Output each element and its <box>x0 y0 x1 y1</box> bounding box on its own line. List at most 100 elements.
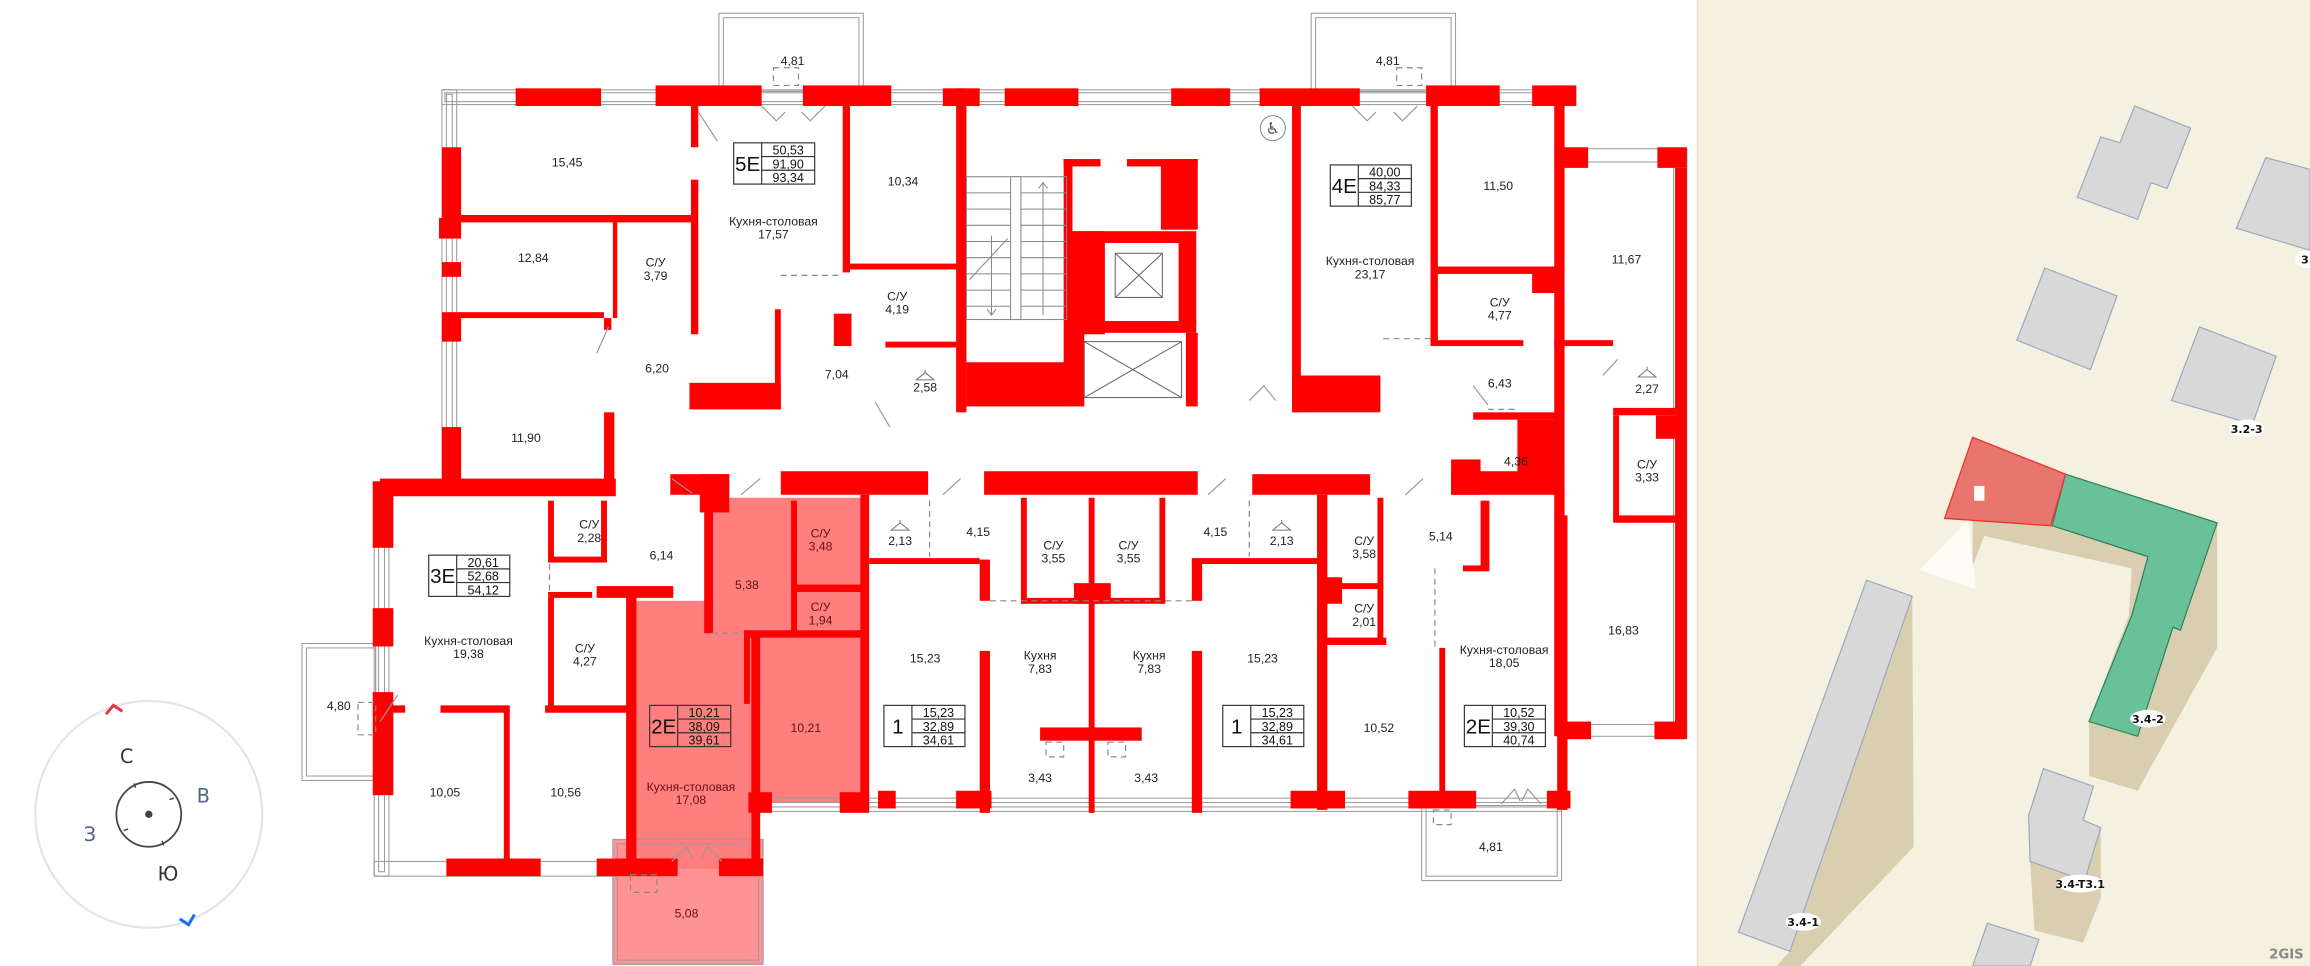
wall <box>1462 565 1490 572</box>
room-area: 11,50 <box>1483 179 1513 193</box>
wall <box>1430 103 1438 347</box>
plan-graphic <box>2056 874 2104 893</box>
wall <box>690 179 699 335</box>
room-area: 4,81 <box>1479 840 1503 854</box>
room-name: Кухня-столовая <box>729 214 818 228</box>
map-building[interactable] <box>2170 326 2277 425</box>
plan-graphic <box>1351 105 1418 122</box>
compass-dial <box>115 781 183 848</box>
wall <box>860 494 870 807</box>
plan-graphic <box>428 554 511 597</box>
map-building[interactable] <box>2028 767 2102 882</box>
wall <box>441 427 462 486</box>
wall <box>690 106 699 148</box>
apartment-box-2e-selected[interactable]: 2E 10,21 38,09 39,61 <box>649 704 732 748</box>
apartment-box-1-right[interactable]: 1 15,23 32,89 34,61 <box>1222 704 1305 748</box>
wall <box>604 412 615 495</box>
room-area: 3,33 <box>1635 471 1659 485</box>
apartment-box-2e-right[interactable]: 2E 10,52 39,30 40,74 <box>1463 704 1546 748</box>
building-label[interactable]: 3.2-3 <box>2231 423 2263 436</box>
plan-graphic <box>722 17 860 92</box>
map-building[interactable] <box>2016 267 2118 371</box>
apartment-box-1-left[interactable]: 1 15,23 32,89 34,61 <box>883 704 966 748</box>
room-area: 5,14 <box>1429 529 1453 543</box>
site-map[interactable]: 3.2-3 3. 3.4-2 3.4-1 3.4-T3.1 2GIS <box>1696 0 2310 966</box>
wheelchair-icon: ♿ <box>1259 115 1286 142</box>
wall <box>794 584 862 592</box>
room-area: 7,83 <box>1137 662 1161 676</box>
room-area: 4,36 <box>1504 454 1528 468</box>
apartment-box-4e[interactable]: 4E 40,00 84,33 85,77 <box>1329 164 1412 207</box>
building-label[interactable]: 3. <box>2301 254 2310 267</box>
total-area: 52,68 <box>468 570 499 584</box>
building-label[interactable]: 3.4-2 <box>2132 713 2164 726</box>
building-label[interactable]: 3.4-T3.1 <box>2055 878 2105 891</box>
plan-graphic <box>986 235 997 316</box>
room-area: 10,56 <box>550 786 581 800</box>
map-building[interactable] <box>2076 105 2192 221</box>
wall <box>372 481 394 548</box>
map-building[interactable] <box>1972 922 2040 966</box>
plan-graphic <box>1432 809 1452 826</box>
room-area: 4,77 <box>1488 309 1512 323</box>
map-building[interactable] <box>2235 156 2310 251</box>
plan-graphic <box>1038 181 1048 316</box>
wall <box>1613 407 1676 416</box>
room-name: Кухня <box>1133 649 1166 663</box>
highlight-bedroom[interactable] <box>748 633 862 803</box>
compass-west: З <box>84 823 96 846</box>
wall <box>548 556 607 563</box>
wall <box>1613 415 1620 519</box>
room-name: Кухня-столовая <box>1326 254 1415 268</box>
plan-graphic <box>1463 704 1546 748</box>
apartment-box-5e[interactable]: 5E 50,53 91,90 93,34 <box>733 142 816 185</box>
plan-graphic <box>1084 341 1182 399</box>
wall <box>743 633 750 704</box>
room-area: 5,38 <box>735 578 759 592</box>
plan-graphic <box>697 111 718 142</box>
total-area-with-balcony: 85,77 <box>1369 193 1400 207</box>
total-area: 32,89 <box>1262 720 1293 734</box>
wall <box>1434 340 1524 347</box>
room-area: 6,20 <box>645 362 669 376</box>
apartment-type: 2E <box>651 715 676 738</box>
room-area: 2,28 <box>577 531 601 545</box>
room-area: 12,84 <box>518 251 549 265</box>
hanger-icon <box>1636 366 1658 378</box>
plan-graphic <box>616 843 760 961</box>
wall <box>839 792 870 813</box>
total-area: 38,09 <box>689 720 720 734</box>
hanger-icon <box>889 519 911 531</box>
living-area: 10,52 <box>1503 706 1534 720</box>
map-building[interactable] <box>1737 579 1913 953</box>
plan-graphic <box>1329 164 1412 207</box>
map-section-available[interactable] <box>2051 473 2218 738</box>
map-attribution-logo[interactable]: 2GIS <box>2269 948 2304 963</box>
total-area-with-balcony: 93,34 <box>773 171 804 185</box>
map-section-current[interactable] <box>1943 436 2067 527</box>
room-name: С/У <box>1354 602 1374 616</box>
highlight-kitchen[interactable] <box>633 600 752 869</box>
room-area: 4,19 <box>885 303 909 317</box>
wall <box>780 471 929 495</box>
living-area: 15,23 <box>923 706 954 720</box>
north-chevron-icon[interactable] <box>104 703 124 716</box>
wall <box>1655 415 1680 439</box>
wall <box>1191 558 1325 564</box>
map-selected-marker <box>1974 485 1985 501</box>
wall <box>441 147 462 221</box>
wall <box>1072 231 1197 243</box>
south-chevron-icon[interactable] <box>178 913 196 927</box>
total-area-with-balcony: 40,74 <box>1503 734 1534 748</box>
building-label[interactable]: 3.4-1 <box>1787 916 1819 929</box>
wall <box>604 318 612 330</box>
compass[interactable]: С В З Ю <box>34 699 264 929</box>
wall <box>1063 159 1073 407</box>
wall <box>459 214 696 223</box>
total-area: 84,33 <box>1369 179 1400 193</box>
plan-graphic <box>596 326 609 354</box>
room-name: С/У <box>811 600 831 614</box>
apartment-box-3e[interactable]: 3E 20,61 52,68 54,12 <box>428 554 511 597</box>
living-area: 50,53 <box>773 144 804 158</box>
plan-graphic <box>649 704 732 748</box>
